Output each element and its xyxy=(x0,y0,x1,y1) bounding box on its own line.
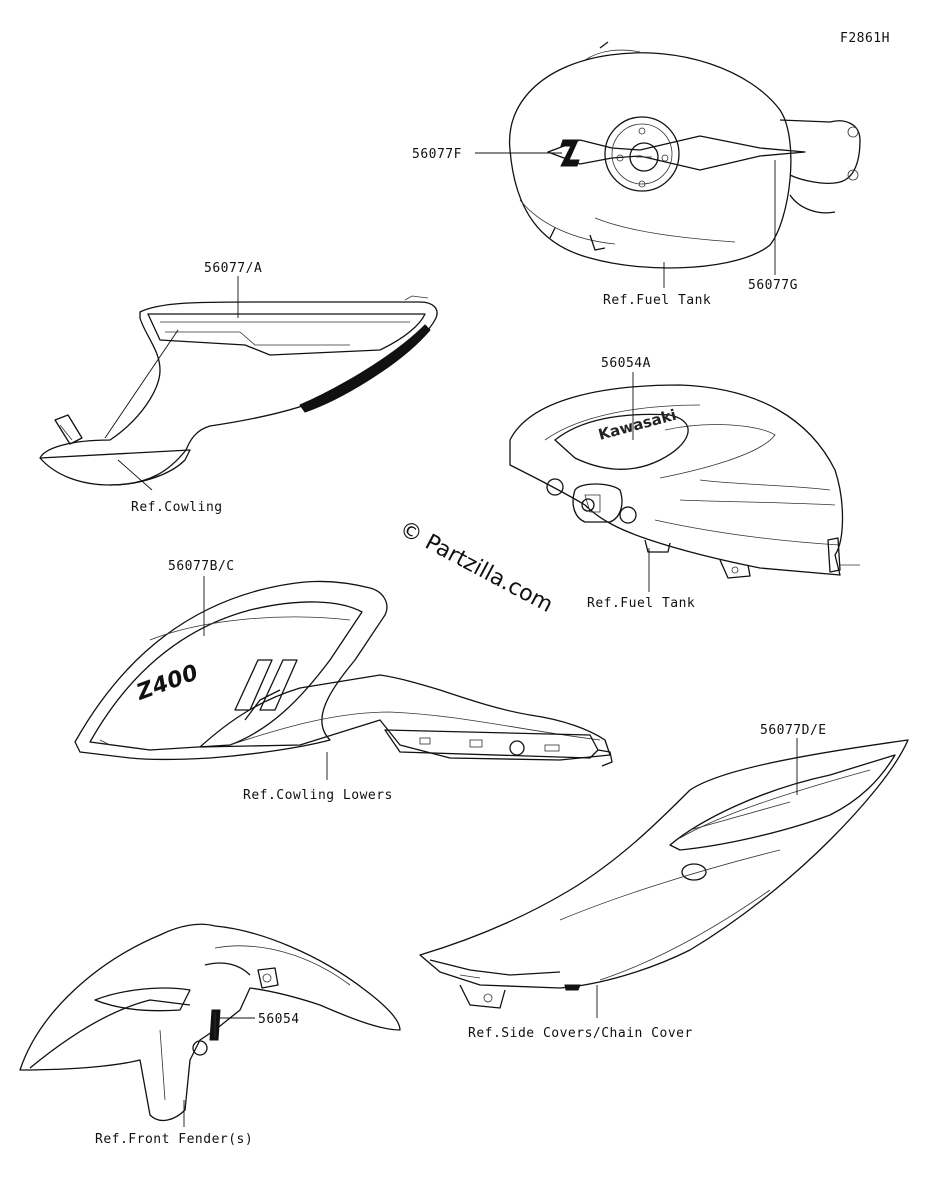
figure-code: F2861H xyxy=(840,31,890,46)
callout-ref-cowling: Ref.Cowling xyxy=(131,500,223,515)
decal-kawasaki: Kawasaki xyxy=(596,406,678,444)
front-fender xyxy=(19,923,401,1122)
fuel-tank-side-view: Kawasaki xyxy=(509,384,860,579)
callout-56077F: 56077F xyxy=(412,147,462,162)
callout-56077DE: 56077D/E xyxy=(760,723,827,738)
leader-ref-cowling-2 xyxy=(117,459,153,491)
callout-ref-front-fender: Ref.Front Fender(s) xyxy=(95,1132,253,1147)
callout-ref-fuel-tank-1: Ref.Fuel Tank xyxy=(603,293,711,308)
callout-ref-side-covers: Ref.Side Covers/Chain Cover xyxy=(468,1026,693,1041)
leader-ref-cowling-1 xyxy=(104,329,179,439)
callout-ref-cowling-lowers: Ref.Cowling Lowers xyxy=(243,788,393,803)
callout-ref-fuel-tank-2: Ref.Fuel Tank xyxy=(587,596,695,611)
watermark: © Partzilla.com xyxy=(395,516,557,618)
fuel-tank-top-view xyxy=(508,41,861,269)
callout-56054: 56054 xyxy=(258,1012,300,1027)
callout-56077BC: 56077B/C xyxy=(168,559,235,574)
cowling xyxy=(39,295,438,486)
callout-56077G: 56077G xyxy=(748,278,798,293)
side-covers xyxy=(419,739,909,1009)
callout-56054A: 56054A xyxy=(601,356,651,371)
decal-z400: Z400 xyxy=(133,660,203,706)
callout-56077A: 56077/A xyxy=(204,261,262,276)
